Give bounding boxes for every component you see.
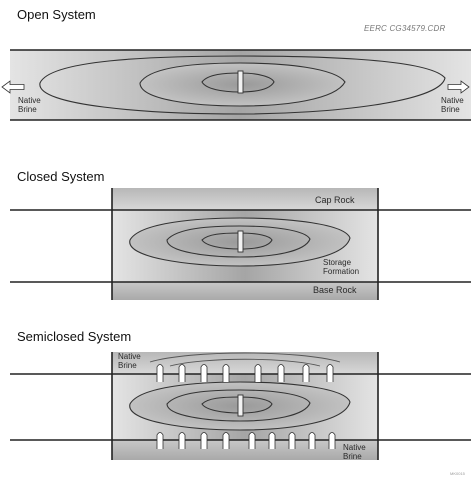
figure-id: MK0015	[450, 472, 465, 476]
closed-injection-well	[238, 231, 243, 252]
open-native-left-line-2: Brine	[18, 105, 41, 114]
open-system-title: Open System	[17, 8, 96, 21]
arrow-up-icon	[179, 433, 185, 450]
arrow-up-icon	[179, 365, 185, 383]
arrow-up-icon	[249, 433, 255, 450]
open-native-brine-right-label: Native Brine	[441, 96, 464, 114]
open-injection-well	[238, 71, 243, 93]
arrow-up-icon	[303, 365, 309, 383]
semiclosed-bottom-line-1: Native	[343, 443, 366, 452]
semiclosed-top-line-1: Native	[118, 352, 141, 361]
base-rock-label: Base Rock	[313, 286, 357, 295]
arrow-up-icon	[255, 365, 261, 383]
arrow-up-icon	[289, 433, 295, 450]
storage-formation-label: Storage Formation	[323, 258, 359, 276]
arrow-up-icon	[309, 433, 315, 450]
open-native-brine-left-label: Native Brine	[18, 96, 41, 114]
semiclosed-lower-band	[112, 440, 378, 460]
closed-system-title: Closed System	[17, 170, 104, 183]
open-native-left-line-1: Native	[18, 96, 41, 105]
arrow-up-icon	[269, 433, 275, 450]
arrow-up-icon	[201, 365, 207, 383]
figure-credit: EERC CG34579.CDR	[364, 25, 445, 33]
semiclosed-top-line-2: Brine	[118, 361, 141, 370]
closed-system-diagram	[10, 188, 471, 300]
arrow-up-icon	[329, 433, 335, 450]
semiclosed-bottom-line-2: Brine	[343, 452, 366, 461]
arrow-up-icon	[157, 433, 163, 450]
semiclosed-native-brine-bottom-label: Native Brine	[343, 443, 366, 461]
open-native-right-line-2: Brine	[441, 105, 464, 114]
storage-line-1: Storage	[323, 258, 359, 267]
semiclosed-native-brine-top-label: Native Brine	[118, 352, 141, 370]
semiclosed-injection-well	[238, 395, 243, 416]
arrow-up-icon	[157, 365, 163, 383]
storage-line-2: Formation	[323, 267, 359, 276]
semiclosed-upper-band	[112, 352, 378, 374]
arrow-up-icon	[223, 433, 229, 450]
arrow-up-icon	[278, 365, 284, 383]
open-system-diagram	[2, 50, 471, 120]
semiclosed-system-diagram	[10, 352, 471, 460]
cap-rock-label: Cap Rock	[315, 196, 355, 205]
semiclosed-system-title: Semiclosed System	[17, 330, 131, 343]
arrow-up-icon	[201, 433, 207, 450]
arrow-up-icon	[327, 365, 333, 383]
open-native-right-line-1: Native	[441, 96, 464, 105]
arrow-up-icon	[223, 365, 229, 383]
